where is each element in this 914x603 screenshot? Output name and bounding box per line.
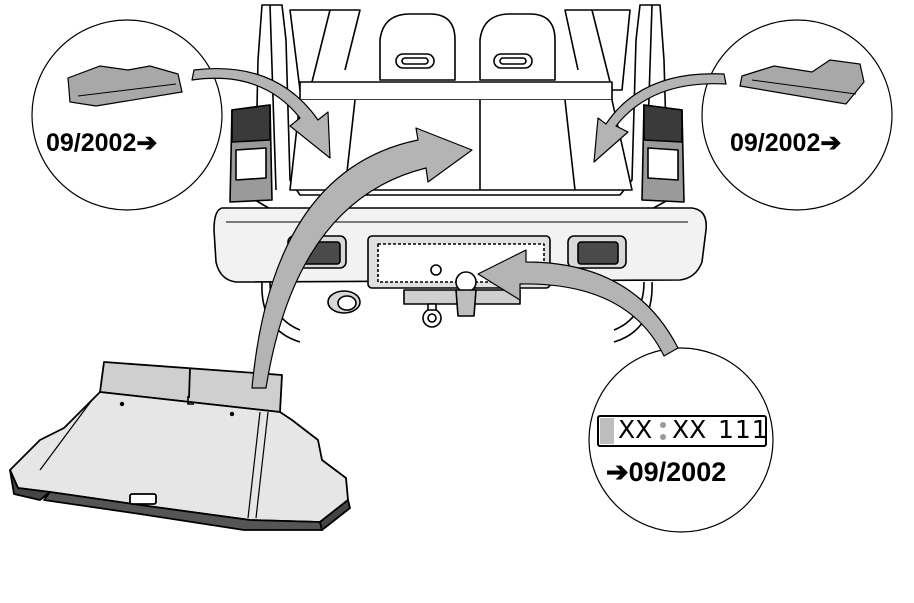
arrow-right-panel xyxy=(593,73,727,163)
right-callout-date: 09/2002➔ xyxy=(730,129,842,157)
left-callout-date: 09/2002➔ xyxy=(46,129,158,157)
cargo-tray xyxy=(9,361,351,531)
plate-middle-code: XX xyxy=(672,415,707,444)
plate-callout-date: ➔09/2002 xyxy=(606,457,727,487)
arrow-tray-to-trunk xyxy=(251,127,473,389)
plate-number: 111 xyxy=(718,415,769,444)
callout-left-circle xyxy=(31,19,223,211)
license-plate-icon xyxy=(597,415,767,447)
headrest-left xyxy=(379,13,456,81)
headrest-right xyxy=(479,13,556,81)
plate-left-code: XX xyxy=(618,415,653,444)
tail-light-right xyxy=(641,104,685,203)
arrow-left-panel xyxy=(191,67,331,159)
tail-light-left xyxy=(229,104,273,203)
callout-plate-circle xyxy=(588,347,774,533)
arrows xyxy=(191,67,727,389)
arrow-plate-to-recess xyxy=(477,249,679,357)
callout-right-circle xyxy=(701,19,893,211)
tow-hitch xyxy=(403,264,521,328)
vehicle-rear xyxy=(213,4,708,343)
